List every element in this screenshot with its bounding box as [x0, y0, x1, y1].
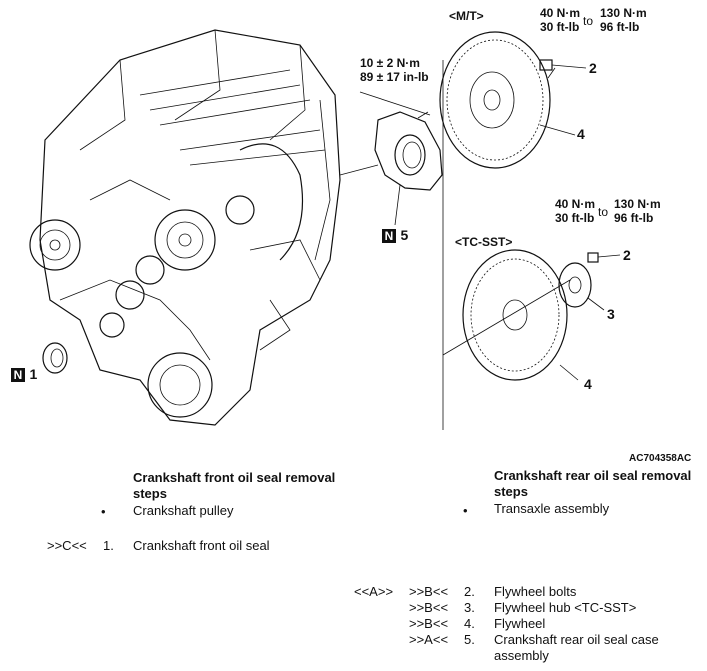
rear-step-5-text: Crankshaft rear oil seal case: [494, 632, 659, 647]
engine-illustration: [29, 29, 621, 430]
rear-oil-seal-case-drawing: [339, 111, 443, 226]
rear-step-4-num: 4.: [464, 616, 475, 631]
front-step-1-mark: >>C<<: [47, 538, 87, 553]
rear-step-5-mark-b: >>A<<: [409, 632, 449, 647]
mt-flywheel-drawing: [439, 31, 556, 430]
rear-step-3-mark-b: >>B<<: [409, 600, 449, 615]
rear-pre-step: Transaxle assembly: [494, 501, 610, 516]
callout-3: 3: [607, 306, 615, 322]
n-mark-1: N: [11, 368, 25, 382]
rear-step-2-text: Flywheel bolts: [494, 584, 577, 599]
tcsst-flywheel-drawing: [442, 249, 579, 381]
front-pre-step: Crankshaft pulley: [133, 503, 234, 518]
torque-mid-max: 130 N·m 96 ft-lb: [614, 197, 661, 225]
rear-steps-title: Crankshaft rear oil seal removal steps: [494, 468, 692, 499]
tcsst-label: <TC-SST>: [455, 235, 513, 249]
rear-step-3-text: Flywheel hub <TC-SST>: [494, 600, 637, 615]
callout-5: N 5: [382, 227, 408, 245]
callout-4-bottom: 4: [584, 376, 592, 392]
n-mark-5: N: [382, 229, 396, 243]
torque-case: 10 ± 2 N·m 89 ± 17 in-lb: [360, 56, 429, 84]
callout-4-top: 4: [577, 126, 585, 142]
flywheel-bolt-top-drawing: [539, 59, 587, 71]
torque-top-max: 130 N·m 96 ft-lb: [600, 6, 647, 34]
mt-label: <M/T>: [449, 9, 484, 23]
front-step-1-text: Crankshaft front oil seal: [133, 538, 270, 553]
rear-step-4-mark-b: >>B<<: [409, 616, 449, 631]
front-oil-seal-drawing: [42, 342, 68, 374]
figure-code: AC704358AC: [629, 453, 692, 464]
rear-step-2-num: 2.: [464, 584, 475, 599]
flywheel-hub-drawing: [558, 262, 605, 311]
torque-mid-to: to: [598, 205, 609, 219]
engine-drawing: [29, 29, 341, 426]
callout-2-top: 2: [589, 60, 597, 76]
rear-step-4-text: Flywheel: [494, 616, 546, 631]
rear-step-5-num: 5.: [464, 632, 475, 647]
front-step-1-num: 1.: [103, 538, 114, 553]
flywheel-bolt-mid-drawing: [587, 252, 621, 263]
front-steps-title: Crankshaft front oil seal removal steps: [133, 470, 336, 501]
callout-1: N 1: [11, 366, 37, 384]
rear-bullet: •: [463, 503, 468, 518]
rear-step-2-mark-a: <<A>>: [354, 584, 394, 599]
rear-step-3-num: 3.: [464, 600, 475, 615]
rear-step-2-mark-b: >>B<<: [409, 584, 449, 599]
front-bullet: •: [101, 504, 106, 519]
torque-top-to: to: [583, 14, 594, 28]
rear-step-5-text-cont: assembly: [494, 648, 549, 663]
torque-mid-min: 40 N·m 30 ft-lb: [555, 197, 596, 225]
callout-2-mid: 2: [623, 247, 631, 263]
torque-top-min: 40 N·m 30 ft-lb: [540, 6, 581, 34]
